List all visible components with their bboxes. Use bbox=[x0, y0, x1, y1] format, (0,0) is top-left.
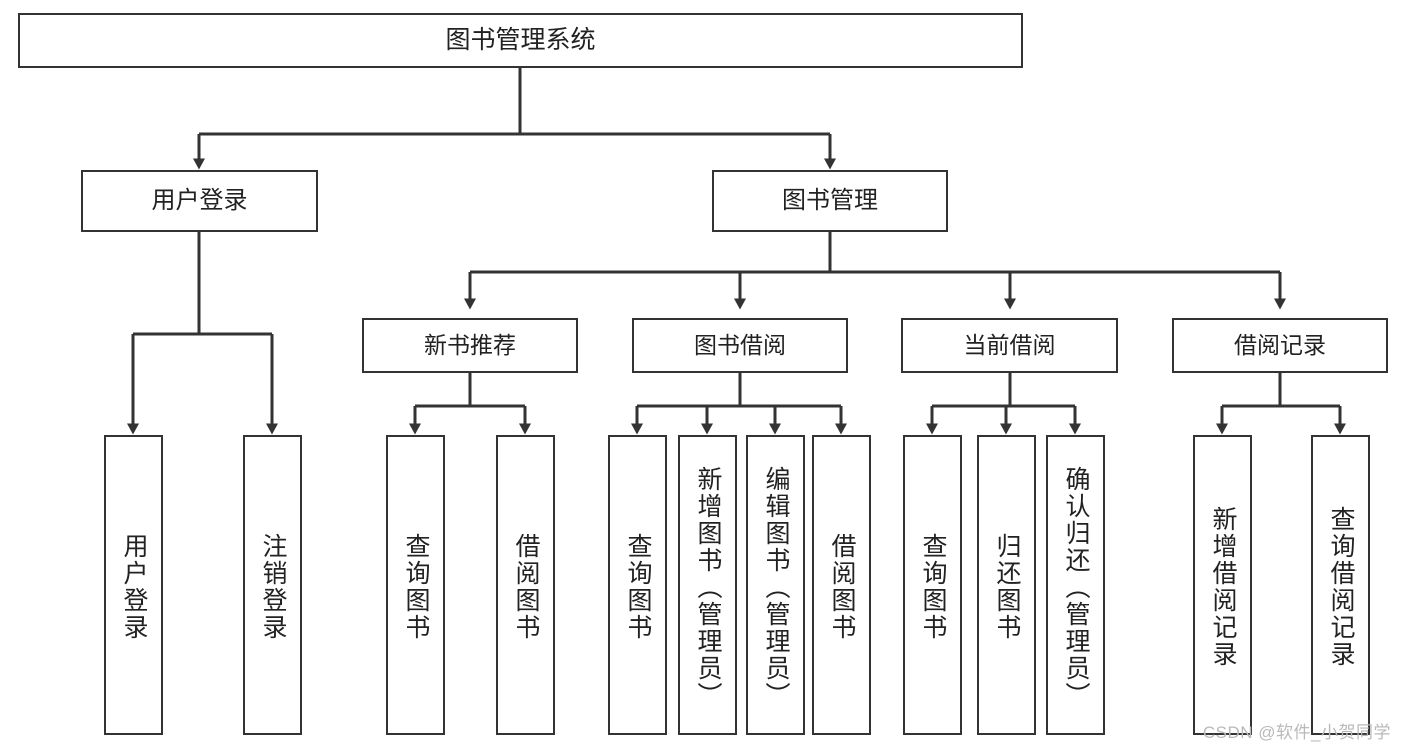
node-leaf-borrow-add-book-admin[interactable]: 新增图书（管理员） bbox=[678, 435, 737, 735]
node-label: 当前借阅 bbox=[963, 332, 1056, 359]
node-book-borrow[interactable]: 图书借阅 bbox=[632, 318, 848, 373]
node-leaf-current-confirm-return-admin[interactable]: 确认归还（管理员） bbox=[1046, 435, 1105, 735]
node-leaf-current-return-book[interactable]: 归还图书 bbox=[977, 435, 1036, 735]
node-label: 借阅图书 bbox=[512, 533, 540, 641]
node-label: 新书推荐 bbox=[424, 332, 516, 359]
node-leaf-user-login[interactable]: 用户登录 bbox=[104, 435, 163, 735]
node-new-book-recommend[interactable]: 新书推荐 bbox=[362, 318, 578, 373]
node-leaf-recommend-borrow-book[interactable]: 借阅图书 bbox=[496, 435, 555, 735]
node-label: 注销登录 bbox=[259, 533, 287, 641]
node-leaf-borrow-query-book[interactable]: 查询图书 bbox=[608, 435, 667, 735]
node-label: 用户登录 bbox=[151, 187, 248, 215]
node-book-management[interactable]: 图书管理 bbox=[712, 170, 948, 232]
node-label: 图书借阅 bbox=[694, 332, 786, 359]
node-label: 编辑图书（管理员） bbox=[762, 465, 790, 709]
node-label: 查询图书 bbox=[402, 533, 430, 641]
node-user-login[interactable]: 用户登录 bbox=[81, 170, 318, 232]
node-leaf-recommend-query-book[interactable]: 查询图书 bbox=[386, 435, 445, 735]
node-label: 图书管理 bbox=[782, 187, 878, 215]
node-label: 确认归还（管理员） bbox=[1062, 465, 1090, 709]
node-label: 新增借阅记录 bbox=[1209, 506, 1237, 668]
node-current-borrow[interactable]: 当前借阅 bbox=[901, 318, 1118, 373]
node-label: 新增图书（管理员） bbox=[694, 465, 722, 709]
node-leaf-logout[interactable]: 注销登录 bbox=[243, 435, 302, 735]
node-label: 归还图书 bbox=[993, 533, 1021, 641]
node-root-book-management-system[interactable]: 图书管理系统 bbox=[18, 13, 1023, 68]
node-label: 查询图书 bbox=[624, 533, 652, 641]
node-label: 图书管理系统 bbox=[445, 26, 596, 54]
node-label: 借阅图书 bbox=[828, 533, 856, 641]
node-leaf-borrow-edit-book-admin[interactable]: 编辑图书（管理员） bbox=[746, 435, 805, 735]
node-label: 查询图书 bbox=[919, 533, 947, 641]
node-label: 用户登录 bbox=[120, 533, 148, 641]
node-borrow-record[interactable]: 借阅记录 bbox=[1172, 318, 1388, 373]
node-leaf-borrow-borrow-book[interactable]: 借阅图书 bbox=[812, 435, 871, 735]
node-label: 查询借阅记录 bbox=[1327, 506, 1355, 668]
node-leaf-record-query-borrow-record[interactable]: 查询借阅记录 bbox=[1311, 435, 1370, 735]
node-leaf-current-query-book[interactable]: 查询图书 bbox=[903, 435, 962, 735]
csdn-watermark: CSDN @软件_小贺同学 bbox=[1202, 723, 1391, 742]
node-leaf-record-add-borrow-record[interactable]: 新增借阅记录 bbox=[1193, 435, 1252, 735]
node-label: 借阅记录 bbox=[1234, 332, 1326, 359]
